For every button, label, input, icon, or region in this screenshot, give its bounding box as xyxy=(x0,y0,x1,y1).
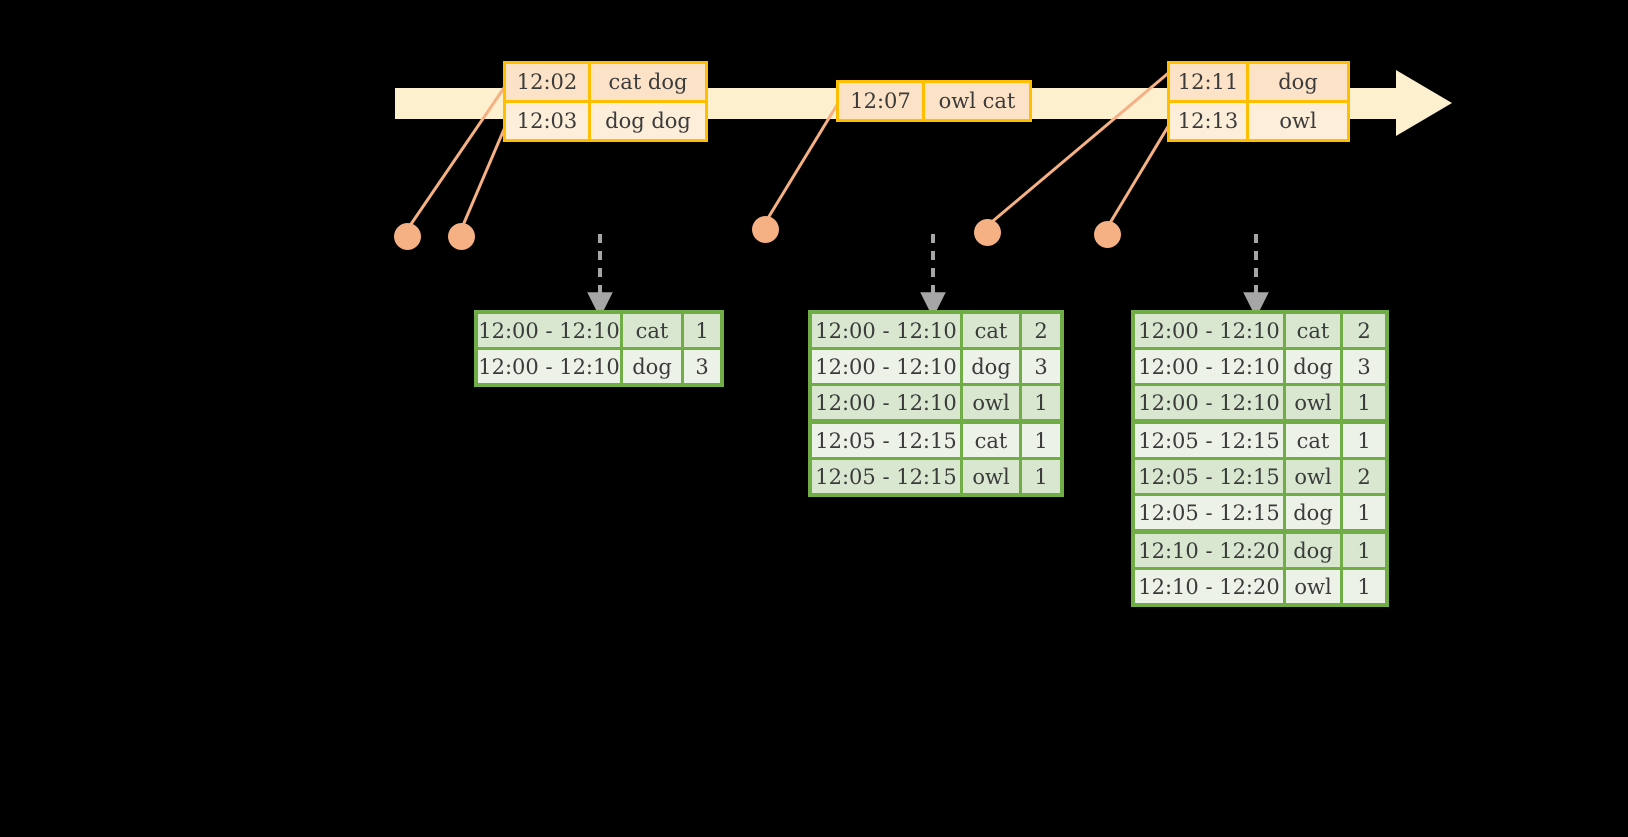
event-words: owl xyxy=(1246,100,1347,139)
result-count: 1 xyxy=(1340,567,1385,603)
result-word: dog xyxy=(1283,529,1340,567)
result-count: 1 xyxy=(1340,493,1385,529)
trigger-dot-2 xyxy=(448,223,475,250)
result-count: 3 xyxy=(1340,347,1385,383)
result-word: owl xyxy=(1283,383,1340,419)
result-window: 12:00 - 12:10 xyxy=(1135,314,1283,347)
result-window: 12:05 - 12:15 xyxy=(812,419,960,457)
result-window: 12:00 - 12:10 xyxy=(478,347,620,383)
trigger-dot-1 xyxy=(394,223,421,250)
result-window: 12:05 - 12:15 xyxy=(1135,493,1283,529)
event-time: 12:02 xyxy=(506,64,588,100)
event-time: 12:03 xyxy=(506,100,588,139)
result-window: 12:00 - 12:10 xyxy=(812,314,960,347)
event-words: cat dog xyxy=(588,64,705,100)
event-time: 12:11 xyxy=(1170,64,1246,100)
event-words: owl cat xyxy=(922,83,1029,119)
result-word: owl xyxy=(1283,457,1340,493)
result-count: 3 xyxy=(1019,347,1060,383)
event-words: dog dog xyxy=(588,100,705,139)
result-window: 12:00 - 12:10 xyxy=(812,383,960,419)
result-count: 1 xyxy=(1340,529,1385,567)
result-window: 12:05 - 12:15 xyxy=(1135,419,1283,457)
result-window: 12:10 - 12:20 xyxy=(1135,529,1283,567)
result-count: 1 xyxy=(1019,457,1060,493)
result-window: 12:00 - 12:10 xyxy=(478,314,620,347)
result-count: 1 xyxy=(1340,419,1385,457)
result-count: 2 xyxy=(1340,314,1385,347)
event-time: 12:07 xyxy=(839,83,922,119)
result-window: 12:00 - 12:10 xyxy=(812,347,960,383)
result-window: 12:05 - 12:15 xyxy=(1135,457,1283,493)
result-count: 1 xyxy=(1019,419,1060,457)
result-count: 1 xyxy=(1340,383,1385,419)
result-window: 12:00 - 12:10 xyxy=(1135,347,1283,383)
emit-arrow-group xyxy=(587,234,1269,318)
result-window: 12:00 - 12:10 xyxy=(1135,383,1283,419)
result-word: dog xyxy=(960,347,1019,383)
result-word: cat xyxy=(1283,314,1340,347)
result-word: dog xyxy=(1283,493,1340,529)
trigger-dot-3 xyxy=(752,216,779,243)
connector-5 xyxy=(1105,119,1174,229)
result-word: dog xyxy=(620,347,681,383)
event-time: 12:13 xyxy=(1170,100,1246,139)
result-count: 3 xyxy=(681,347,720,383)
result-count: 1 xyxy=(1019,383,1060,419)
result-word: owl xyxy=(1283,567,1340,603)
result-word: dog xyxy=(1283,347,1340,383)
result-count: 2 xyxy=(1019,314,1060,347)
connector-2 xyxy=(459,119,510,231)
result-word: cat xyxy=(960,314,1019,347)
trigger-dot-5 xyxy=(1094,221,1121,248)
result-word: cat xyxy=(620,314,681,347)
result-count: 1 xyxy=(681,314,720,347)
result-window: 12:05 - 12:15 xyxy=(812,457,960,493)
result-window: 12:10 - 12:20 xyxy=(1135,567,1283,603)
timeline-arrow-head xyxy=(1396,70,1452,136)
result-word: cat xyxy=(1283,419,1340,457)
event-words: dog xyxy=(1246,64,1347,100)
result-word: cat xyxy=(960,419,1019,457)
result-word: owl xyxy=(960,383,1019,419)
trigger-dot-4 xyxy=(974,219,1001,246)
result-word: owl xyxy=(960,457,1019,493)
result-count: 2 xyxy=(1340,457,1385,493)
